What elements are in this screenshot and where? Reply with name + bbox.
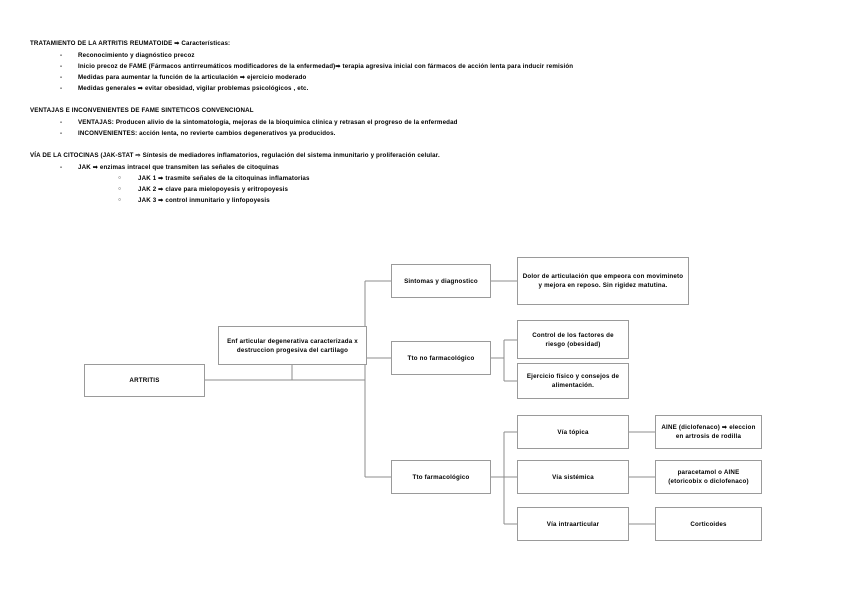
node-via-topica-detail[interactable]: AINE (diclofenaco) ➡ eleccion en artrosi…	[655, 415, 762, 449]
sub-list-item-text: JAK 3 ➡ control inmunitario y linfopoyes…	[138, 197, 270, 204]
bullet-marker: -	[60, 164, 63, 171]
node-tto-farmacologico[interactable]: Tto farmacológico	[391, 460, 491, 494]
sub-list-item-text: JAK 1 ➡ trasmite señales de la citoquina…	[138, 175, 310, 182]
sub-list-item: ○ JAK 2 ➡ clave para mielopoyesis y erit…	[30, 184, 820, 195]
list-item-text: Reconocimiento y diagnóstico precoz	[78, 52, 195, 59]
list-item: - INCONVENIENTES: acción lenta, no revie…	[30, 128, 820, 139]
bullet-marker: -	[60, 119, 63, 126]
node-sintomas-detail[interactable]: Dolor de articulación que empeora con mo…	[517, 257, 689, 305]
list-item: - Reconocimiento y diagnóstico precoz	[30, 50, 820, 61]
document-body: TRATAMIENTO DE LA ARTRITIS REUMATOIDE ➡ …	[30, 38, 820, 206]
node-via-topica[interactable]: Vía tópica	[517, 415, 629, 449]
node-tto-no-farmacologico[interactable]: Tto no farmacológico	[391, 341, 491, 375]
list-item-text: VENTAJAS: Producen alivio de la sintomat…	[78, 119, 458, 126]
list-item-text: Inicio precoz de FAME (Fármacos antirreu…	[78, 63, 574, 70]
section-spacer	[30, 94, 820, 105]
list-item: - Inicio precoz de FAME (Fármacos antirr…	[30, 61, 820, 72]
section-heading-ventajas: VENTAJAS E INCONVENIENTES DE FAME SINTET…	[30, 107, 254, 114]
list-item-text: Medidas generales ➡ evitar obesidad, vig…	[78, 85, 309, 92]
bullet-marker: -	[60, 85, 63, 92]
section-heading-citocinas: VÍA DE LA CITOCINAS (JAK-STAT ⇨ Síntesis…	[30, 152, 440, 159]
node-via-sistemica-detail[interactable]: paracetamol o AINE (etoricobix o diclofe…	[655, 460, 762, 494]
list-item-text: INCONVENIENTES: acción lenta, no reviert…	[78, 130, 336, 137]
node-via-sistemica[interactable]: Vía sistémica	[517, 460, 629, 494]
sub-list-item-text: JAK 2 ➡ clave para mielopoyesis y eritro…	[138, 186, 289, 193]
section-spacer	[30, 139, 820, 150]
sub-list-item: ○ JAK 1 ➡ trasmite señales de la citoqui…	[30, 173, 820, 184]
bullet-marker-circle: ○	[118, 197, 122, 203]
bullet-marker-circle: ○	[118, 186, 122, 192]
bullet-marker: -	[60, 63, 63, 70]
section-heading-tratamiento: TRATAMIENTO DE LA ARTRITIS REUMATOIDE ➡ …	[30, 40, 231, 47]
list-item: - JAK ➡ enzimas intracel que transmiten …	[30, 162, 820, 173]
bullet-marker: -	[60, 130, 63, 137]
list-item: - VENTAJAS: Producen alivio de la sintom…	[30, 117, 820, 128]
node-sintomas[interactable]: Sintomas y diagnostico	[391, 264, 491, 298]
list-item: - Medidas para aumentar la función de la…	[30, 72, 820, 83]
bullet-marker-circle: ○	[118, 175, 122, 181]
bullet-marker: -	[60, 74, 63, 81]
sub-list-item: ○ JAK 3 ➡ control inmunitario y linfopoy…	[30, 195, 820, 206]
node-via-intraarticular[interactable]: Vía intraarticular	[517, 507, 629, 541]
list-item-text: JAK ➡ enzimas intracel que transmiten la…	[78, 164, 280, 171]
node-control-factores-riesgo[interactable]: Control de los factores de riesgo (obesi…	[517, 320, 629, 359]
node-definition[interactable]: Enf articular degenerativa caracterizada…	[218, 326, 367, 365]
node-corticoides[interactable]: Corticoides	[655, 507, 762, 541]
node-ejercicio-alimentacion[interactable]: Ejercicio físico y consejos de alimentac…	[517, 363, 629, 399]
node-root[interactable]: ARTRITIS	[84, 364, 205, 397]
bullet-marker: -	[60, 52, 63, 59]
list-item: - Medidas generales ➡ evitar obesidad, v…	[30, 83, 820, 94]
list-item-text: Medidas para aumentar la función de la a…	[78, 74, 307, 81]
